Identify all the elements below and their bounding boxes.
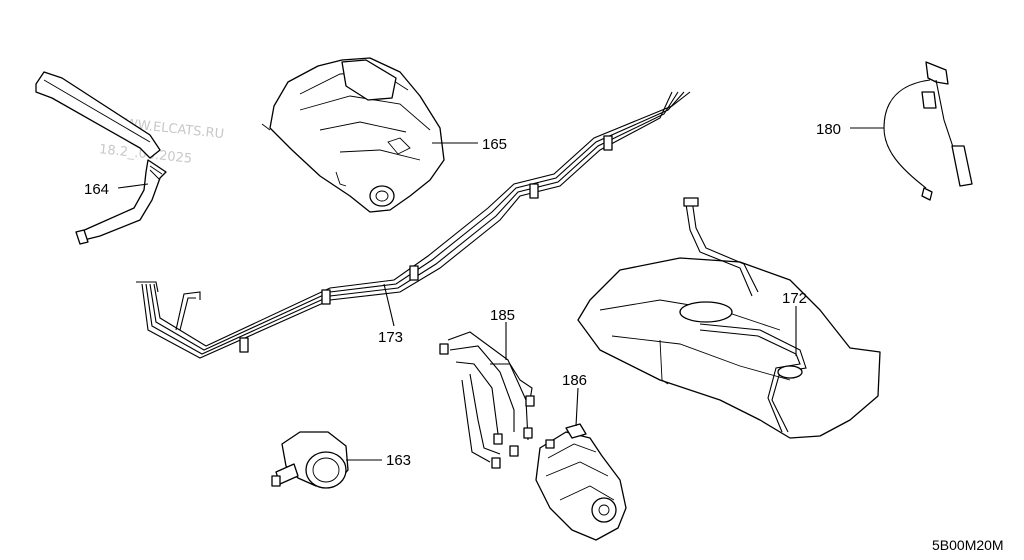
callout-185[interactable]: 185	[490, 307, 515, 324]
part-180-accelerator-pedal[interactable]	[883, 61, 973, 201]
callout-164[interactable]: 164	[84, 181, 109, 198]
callout-186[interactable]: 186	[562, 372, 587, 389]
callout-labels: 164 165 180 172 173 185 186 163	[84, 121, 841, 469]
callout-180[interactable]: 180	[816, 121, 841, 138]
part-185-injection-pipes[interactable]	[439, 331, 535, 469]
diagram-code: 5B00M20M	[932, 537, 1004, 553]
part-165-engine-head[interactable]	[261, 57, 445, 213]
callout-163[interactable]: 163	[386, 452, 411, 469]
callout-172[interactable]: 172	[782, 290, 807, 307]
part-173-fuel-lines[interactable]	[136, 91, 691, 359]
part-163-throttle-body[interactable]	[271, 431, 349, 489]
leader-lines	[117, 127, 884, 461]
part-186-injection-pump[interactable]	[535, 423, 627, 541]
callout-173[interactable]: 173	[378, 329, 403, 346]
part-164-intake-duct[interactable]	[35, 71, 167, 245]
callout-165[interactable]: 165	[482, 136, 507, 153]
part-172-fuel-tank[interactable]	[577, 197, 881, 439]
